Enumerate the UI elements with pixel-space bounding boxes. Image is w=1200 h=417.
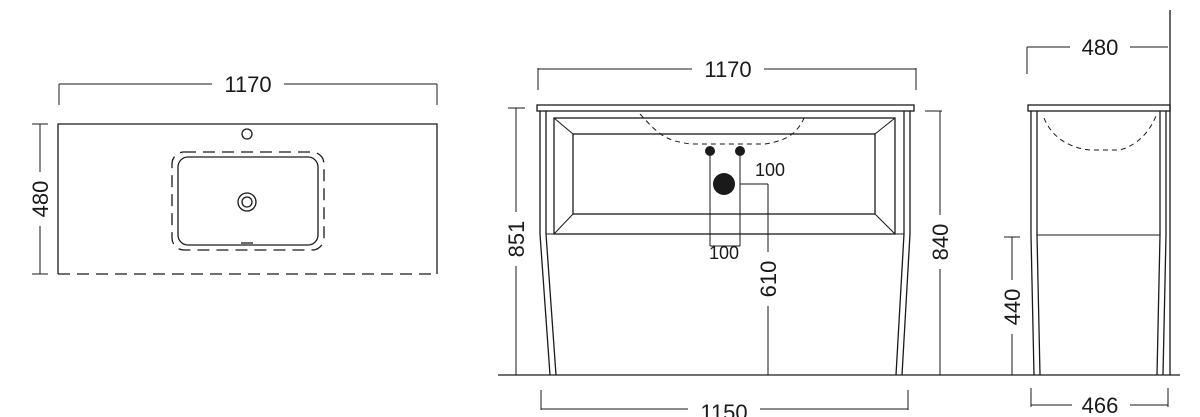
- top-depth-label: 480: [28, 181, 53, 218]
- waste-outlet-icon: [713, 173, 735, 195]
- front-height-left-label: 851: [504, 221, 529, 258]
- basin-inner: [177, 156, 319, 246]
- side-countertop: [1027, 104, 1171, 112]
- basin-outer: [171, 151, 325, 251]
- side-depth-top-label: 480: [1082, 35, 1119, 60]
- side-view: 480 440 466: [998, 10, 1171, 417]
- front-countertop: [536, 104, 915, 112]
- top-view: 1170 480: [26, 70, 438, 275]
- front-view: 1170 100 100 610: [498, 55, 1180, 417]
- front-width-label: 1170: [704, 57, 751, 82]
- front-bottom-width-label: 1150: [700, 400, 747, 417]
- drawer-panel: [572, 133, 876, 215]
- front-basin-hidden: [639, 113, 807, 145]
- side-leg-height-label: 440: [1000, 289, 1025, 326]
- front-height-right-label: 840: [928, 224, 953, 261]
- tap-spacing-h-label: 100: [755, 160, 785, 180]
- side-basin-hidden: [1043, 115, 1157, 151]
- countertop-outline: [57, 123, 438, 274]
- tap-hole-icon: [241, 128, 253, 140]
- top-width-label: 1170: [224, 72, 271, 97]
- side-depth-bottom-label: 466: [1082, 393, 1119, 417]
- waste-height-label: 610: [756, 261, 781, 298]
- tap-spacing-v-label: 100: [709, 243, 739, 263]
- drain-icon: [237, 192, 257, 212]
